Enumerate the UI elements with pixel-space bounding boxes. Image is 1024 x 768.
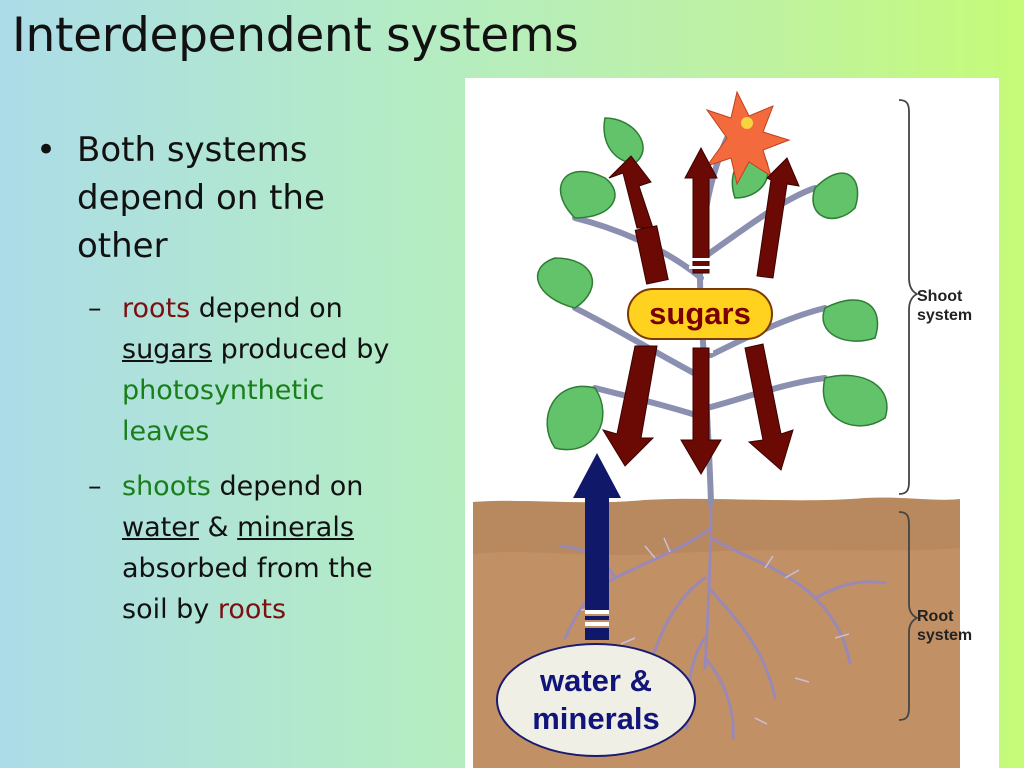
- soil-shade: [473, 497, 960, 555]
- term-roots: roots: [217, 594, 287, 625]
- term-water: water: [122, 512, 199, 543]
- water-minerals-label: water & minerals: [496, 643, 696, 757]
- leaves: [536, 117, 888, 451]
- term-sugars: sugars: [122, 334, 213, 365]
- sugar-arrows-up: [608, 146, 800, 285]
- bullet-line: depend on the: [77, 178, 325, 218]
- sub-bullet-roots: – roots depend on sugars produced by pho…: [88, 288, 456, 452]
- label-line: system: [917, 307, 973, 324]
- term-roots: roots: [122, 293, 191, 324]
- term-shoots: shoots: [122, 471, 211, 502]
- sub-bullet-text: roots depend on sugars produced by photo…: [122, 288, 389, 452]
- sub-bullet-text: shoots depend on water & minerals absorb…: [122, 466, 373, 630]
- bullet-text: Both systems depend on the other: [77, 126, 325, 270]
- slide-title: Interdependent systems: [12, 8, 579, 63]
- plant-diagram: sugars water & minerals Shoot system Roo…: [465, 78, 999, 768]
- term-minerals: minerals: [237, 512, 354, 543]
- brackets: [898, 99, 920, 721]
- bullet-marker: •: [36, 130, 57, 170]
- bullet-list: • Both systems depend on the other – roo…: [36, 126, 456, 644]
- label-line: Root: [917, 608, 954, 625]
- text-span: depend on: [190, 293, 343, 324]
- text-span: produced by: [212, 334, 390, 365]
- sub-bullet-list: – roots depend on sugars produced by pho…: [88, 288, 456, 630]
- sub-bullet-marker: –: [88, 293, 102, 324]
- root-system-label: Root system: [917, 607, 972, 645]
- bullet-line: other: [77, 226, 168, 266]
- flower: [705, 90, 791, 186]
- label-line: system: [917, 627, 973, 644]
- water-arrow: [573, 453, 621, 640]
- water-label-line: water &: [540, 663, 652, 698]
- sub-bullet-marker: –: [88, 471, 102, 502]
- sugar-arrows-down: [601, 343, 794, 475]
- term-photosynthetic: photosynthetic: [122, 375, 325, 406]
- shoot-system-label: Shoot system: [917, 287, 972, 325]
- label-line: Shoot: [917, 288, 963, 305]
- bullet-line: Both systems: [77, 130, 308, 170]
- term-leaves: leaves: [122, 416, 210, 447]
- minerals-label-line: minerals: [532, 701, 660, 736]
- text-span: &: [198, 512, 238, 543]
- bullet-main: • Both systems depend on the other: [36, 126, 456, 270]
- text-span: soil by: [122, 594, 218, 625]
- sugars-label: sugars: [627, 288, 773, 340]
- text-span: depend on: [210, 471, 364, 502]
- text-line: absorbed from the: [122, 553, 373, 584]
- sub-bullet-shoots: – shoots depend on water & minerals abso…: [88, 466, 456, 630]
